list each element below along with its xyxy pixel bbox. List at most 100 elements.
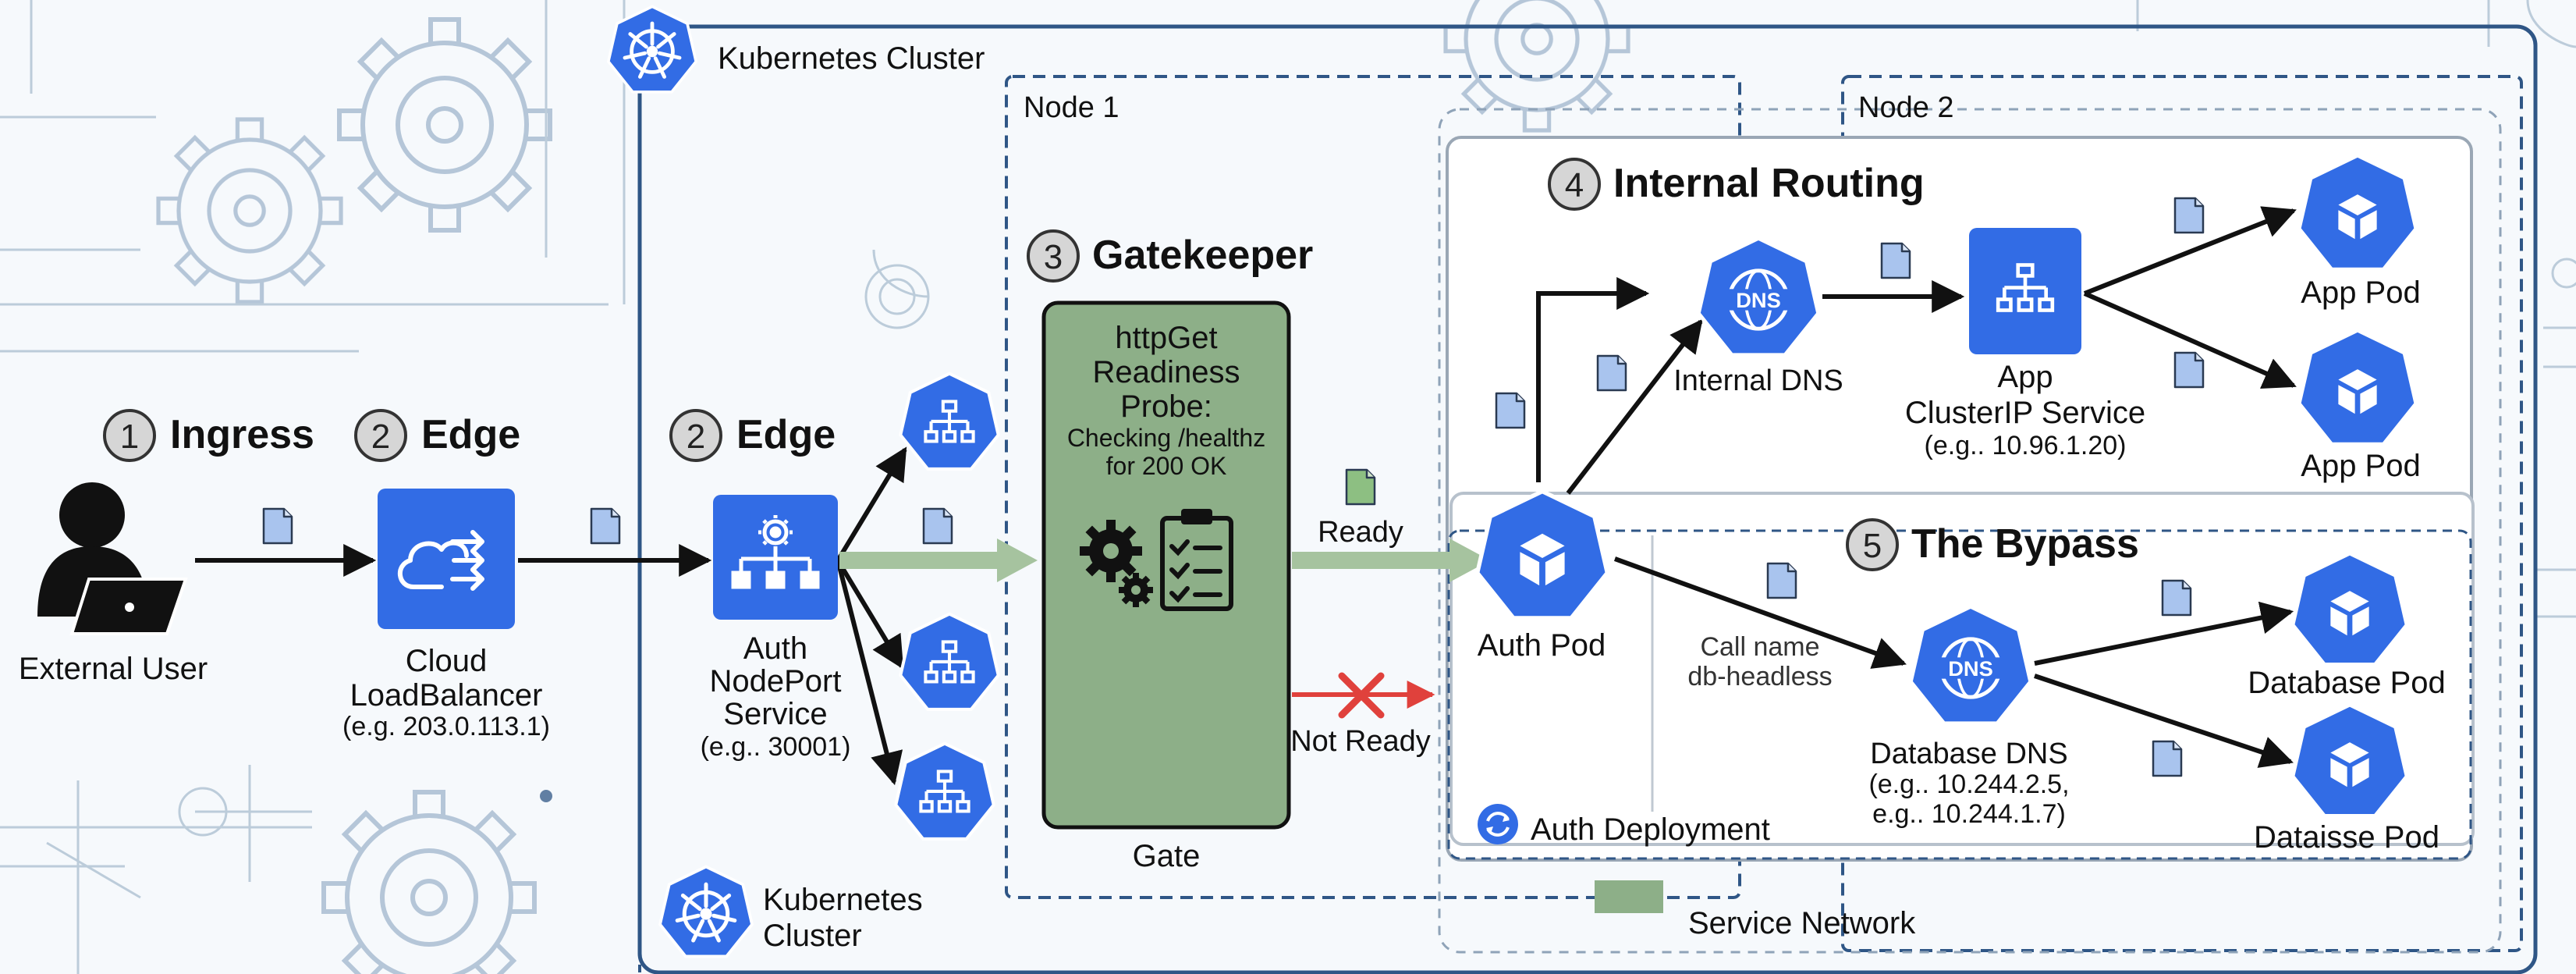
database-pod[interactable]: Database Pod: [2248, 553, 2446, 700]
cloud-balancer-icon: [378, 489, 515, 629]
probe-title-line2: Readiness: [1092, 355, 1240, 389]
svg-text:Edge: Edge: [736, 412, 836, 457]
svg-text:Gatekeeper: Gatekeeper: [1092, 233, 1313, 278]
database-pod[interactable]: Dataisse Pod: [2254, 705, 2439, 855]
svg-text:Auth Deployment: Auth Deployment: [1531, 812, 1770, 847]
probe-check-line2: for 200 OK: [1106, 452, 1227, 480]
probe-title-line1: httpGet: [1115, 321, 1217, 355]
nodeport-label-line2: NodePort: [710, 664, 842, 699]
svg-text:2: 2: [371, 418, 390, 456]
app-pod[interactable]: App Pod: [2299, 155, 2421, 310]
auth-deployment-label: Auth Deployment: [1478, 804, 1770, 847]
node-1-label: Node 1: [1024, 91, 1119, 124]
node-2-boundary: [1841, 75, 2523, 952]
service-network-swatch: [1595, 880, 1663, 913]
service-network-label: Service Network: [1688, 906, 1916, 940]
document-icon: [2152, 740, 2183, 777]
svg-text:5: 5: [1863, 527, 1882, 565]
svg-text:The Bypass: The Bypass: [1911, 521, 2139, 567]
nodeport-port: (e.g.. 30001): [701, 732, 851, 762]
gate-caption: Gate: [1133, 839, 1201, 873]
cluster-title: Kubernetes Cluster: [718, 41, 985, 76]
app-service-label-line1: App: [1997, 360, 2053, 394]
green-flow-arrowhead: [997, 539, 1038, 582]
ready-label: Ready: [1318, 516, 1403, 549]
document-icon: [1596, 354, 1627, 392]
loadbalancer-label-line1: Cloud: [406, 644, 488, 678]
step-internal-routing-heading: 4 Internal Routing: [1548, 158, 1925, 211]
cluster-bottom-title-line1: Kubernetes: [763, 883, 923, 917]
document-icon: [2173, 197, 2205, 234]
user-laptop-icon: [37, 482, 188, 635]
auth-to-dns-route: [1536, 277, 1650, 482]
step-edge-heading: 2 Edge: [669, 409, 836, 462]
app-service-label-line2: ClusterIP Service: [1905, 396, 2145, 430]
app-pod-label: App Pod: [2301, 275, 2420, 310]
database-pod-label: Dataisse Pod: [2254, 820, 2439, 855]
svg-text:Internal Routing: Internal Routing: [1613, 161, 1925, 206]
nodeport-to-service-arrow: [836, 559, 904, 670]
kubernetes-helm-icon: [660, 867, 752, 957]
document-icon: [2173, 351, 2205, 389]
step-gatekeeper-heading: 3 Gatekeeper: [1027, 229, 1313, 283]
database-dns-ip-line1: (e.g.. 10.244.2.5,: [1868, 770, 2069, 799]
svg-text:4: 4: [1565, 166, 1584, 204]
loadbalancer-label-line2: LoadBalancer: [350, 678, 543, 713]
gear-decoration-icon: [1446, 0, 1628, 130]
document-icon: [1495, 392, 1526, 429]
cluster-bottom-title-line2: Cluster: [763, 919, 862, 953]
svg-text:Ingress: Ingress: [170, 412, 314, 457]
gear-decoration-icon: [158, 119, 341, 302]
internal-dns[interactable]: Internal DNS: [1673, 238, 1843, 397]
auth-to-dns-arrow: [1566, 318, 1703, 495]
document-icon: [922, 507, 953, 545]
node-2-label: Node 2: [1858, 91, 1954, 124]
cloud-loadbalancer[interactable]: Cloud LoadBalancer (e.g. 203.0.113.1): [342, 489, 550, 741]
ready-flow-arrowhead: [1449, 539, 1490, 582]
gear-decoration-icon: [324, 792, 534, 974]
svg-text:1: 1: [120, 418, 139, 456]
probe-title-line3: Probe:: [1120, 389, 1212, 424]
step-edge-heading: 2 Edge: [354, 409, 520, 462]
nodeport-label-line3: Service: [723, 697, 827, 731]
app-pod[interactable]: App Pod: [2299, 330, 2421, 483]
internal-dns-label: Internal DNS: [1673, 364, 1843, 397]
auth-pod[interactable]: Auth Pod: [1478, 492, 1608, 663]
gear-decoration-icon: [339, 20, 550, 230]
deployment-cycle-icon: [1478, 804, 1518, 844]
service-network-boundary: [1438, 108, 2502, 954]
probe-check-line1: Checking /healthz: [1067, 424, 1265, 452]
step-ingress-heading: 1 Ingress: [103, 409, 314, 462]
call-note-line1: Call name: [1700, 632, 1819, 662]
backend-services[interactable]: [896, 374, 998, 839]
svg-text:3: 3: [1044, 238, 1063, 276]
document-icon: [2161, 579, 2192, 617]
call-note-line2: db-headless: [1687, 662, 1832, 691]
document-icon: [1345, 468, 1376, 506]
nodeport-to-service-arrow: [836, 446, 907, 562]
not-ready-label: Not Ready: [1290, 725, 1431, 758]
app-pod-label: App Pod: [2301, 449, 2420, 483]
svg-text:Edge: Edge: [421, 412, 520, 457]
auth-pod-label: Auth Pod: [1478, 628, 1606, 663]
document-icon: [1766, 562, 1797, 599]
database-dns-to-pod-arrow: [2034, 674, 2294, 768]
gears-checklist-icon: [1080, 509, 1233, 611]
auth-nodeport-service[interactable]: Auth NodePort Service (e.g.. 30001): [701, 495, 851, 762]
app-clusterip-service[interactable]: App ClusterIP Service (e.g.. 10.96.1.20): [1905, 228, 2145, 460]
node-1-boundary: [1005, 75, 1741, 899]
external-user-label: External User: [19, 652, 208, 686]
database-dns-ip-line2: e.g.. 10.244.1.7): [1872, 799, 2066, 829]
service-to-app-pod-arrow: [2083, 206, 2297, 296]
document-icon: [262, 507, 293, 545]
nodeport-to-service-arrow: [836, 560, 903, 786]
loadbalancer-ip: (e.g. 203.0.113.1): [342, 712, 550, 741]
service-to-app-pod-arrow: [2083, 291, 2297, 389]
readiness-probe-gate[interactable]: httpGet Readiness Probe: Checking /healt…: [1041, 300, 1291, 873]
connectors: [195, 206, 2297, 786]
document-icon: [590, 507, 621, 545]
database-dns[interactable]: Database DNS (e.g.. 10.244.2.5, e.g.. 10…: [1868, 606, 2070, 829]
external-user[interactable]: External User: [19, 482, 208, 686]
nodeport-label-line1: Auth: [743, 631, 807, 666]
